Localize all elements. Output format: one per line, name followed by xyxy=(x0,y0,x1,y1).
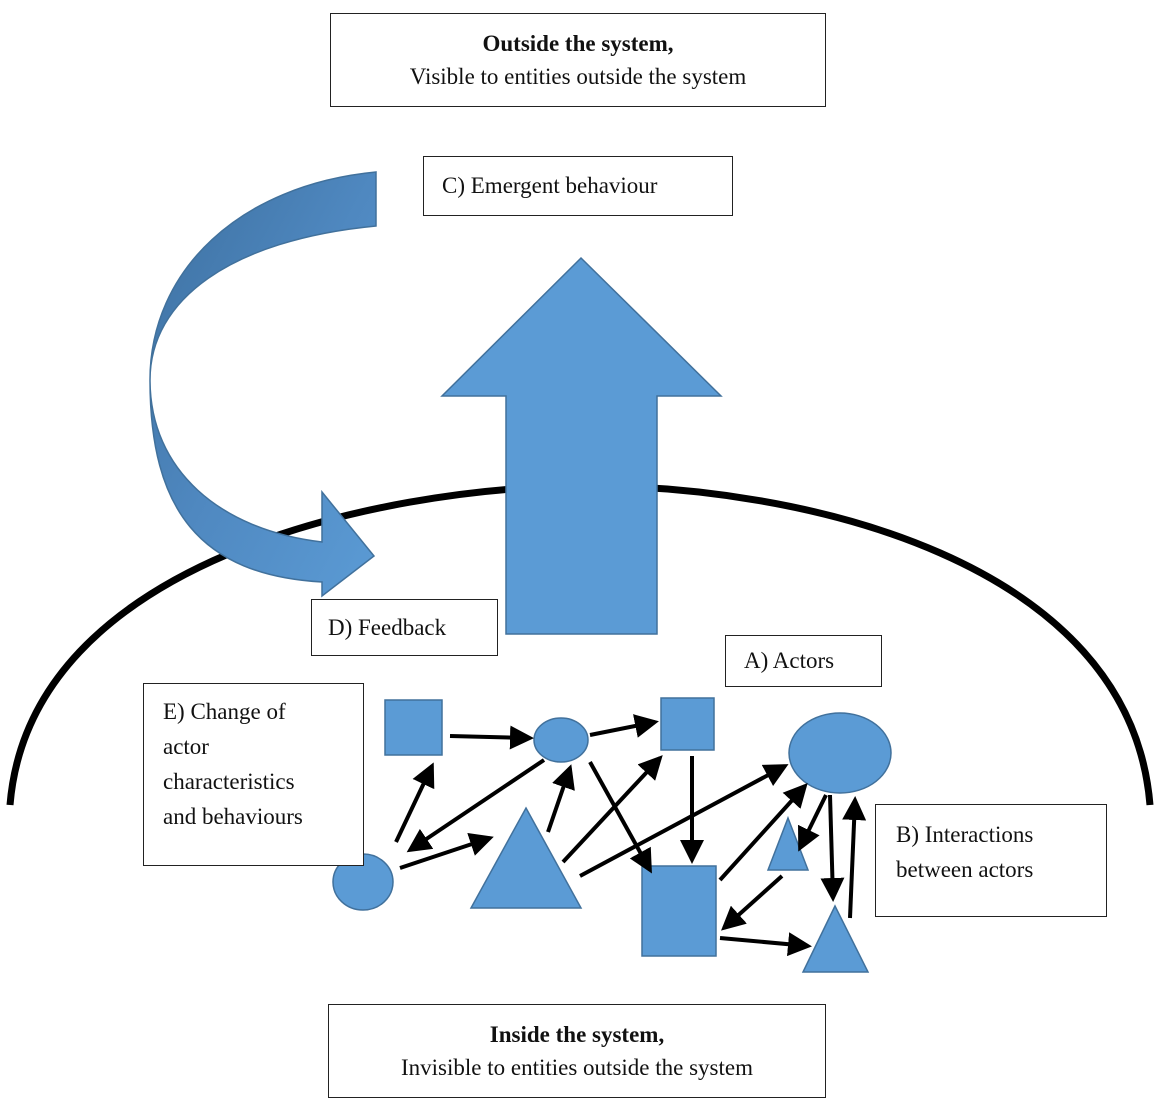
feedback-label: D) Feedback xyxy=(311,599,498,656)
actor-triangle-3 xyxy=(801,904,870,973)
arrow-circle3-square1 xyxy=(394,762,435,843)
feedback-curved-arrow xyxy=(149,171,377,598)
actors-label: A) Actors xyxy=(725,635,882,687)
arrow-square3-triangle3 xyxy=(719,932,812,957)
interactions-line-2: between actors xyxy=(896,857,1034,882)
arrow-circle1-square2 xyxy=(589,714,659,738)
arrow-circle3-triangle1 xyxy=(399,832,494,870)
arrow-triangle2-square3 xyxy=(721,874,784,931)
change-line-2: actor xyxy=(163,734,209,759)
arrow-triangle1-circle2 xyxy=(579,764,789,878)
inside-title: Inside the system, xyxy=(489,1021,665,1047)
arrow-triangle3-circle2 xyxy=(842,796,867,919)
actor-triangle-1 xyxy=(469,806,583,909)
arrow-triangle1-circle1 xyxy=(546,764,575,833)
actor-circle-2 xyxy=(788,712,892,794)
interaction-arrows xyxy=(394,714,867,957)
change-characteristics-label: E) Change of actor characteristics and b… xyxy=(143,683,364,866)
arrow-circle2-triangle3 xyxy=(820,794,845,902)
change-line-1: E) Change of xyxy=(163,699,286,724)
emergent-text: C) Emergent behaviour xyxy=(442,173,658,199)
actor-square-1 xyxy=(384,699,443,756)
arrow-triangle1-square2 xyxy=(561,755,663,864)
actors-text: A) Actors xyxy=(744,648,835,674)
actor-square-3 xyxy=(641,865,717,957)
outside-title: Outside the system, xyxy=(482,30,674,56)
change-line-4: and behaviours xyxy=(163,804,303,829)
inside-system-box: Inside the system, Invisible to entities… xyxy=(328,1004,826,1098)
interactions-label: B) Interactions between actors xyxy=(875,804,1107,917)
arrow-circle2-triangle2 xyxy=(798,794,828,852)
interactions-line-1: B) Interactions xyxy=(896,822,1034,847)
feedback-text: D) Feedback xyxy=(328,614,447,640)
inside-subtitle: Invisible to entities outside the system xyxy=(401,1055,753,1080)
outside-subtitle: Visible to entities outside the system xyxy=(409,64,747,89)
actor-circle-1 xyxy=(533,717,589,763)
arrow-square3-circle2 xyxy=(718,783,808,882)
actor-square-2 xyxy=(660,697,715,751)
arrow-square1-circle1 xyxy=(449,725,534,750)
arrow-circle1-square3 xyxy=(588,761,652,874)
actor-triangle-2 xyxy=(766,815,810,871)
outside-system-box: Outside the system, Visible to entities … xyxy=(330,13,826,107)
arrow-circle1-circle3 xyxy=(406,758,546,853)
emergent-behaviour-arrow xyxy=(440,256,723,635)
change-line-3: characteristics xyxy=(163,769,295,794)
emergent-behaviour-label: C) Emergent behaviour xyxy=(423,156,733,216)
